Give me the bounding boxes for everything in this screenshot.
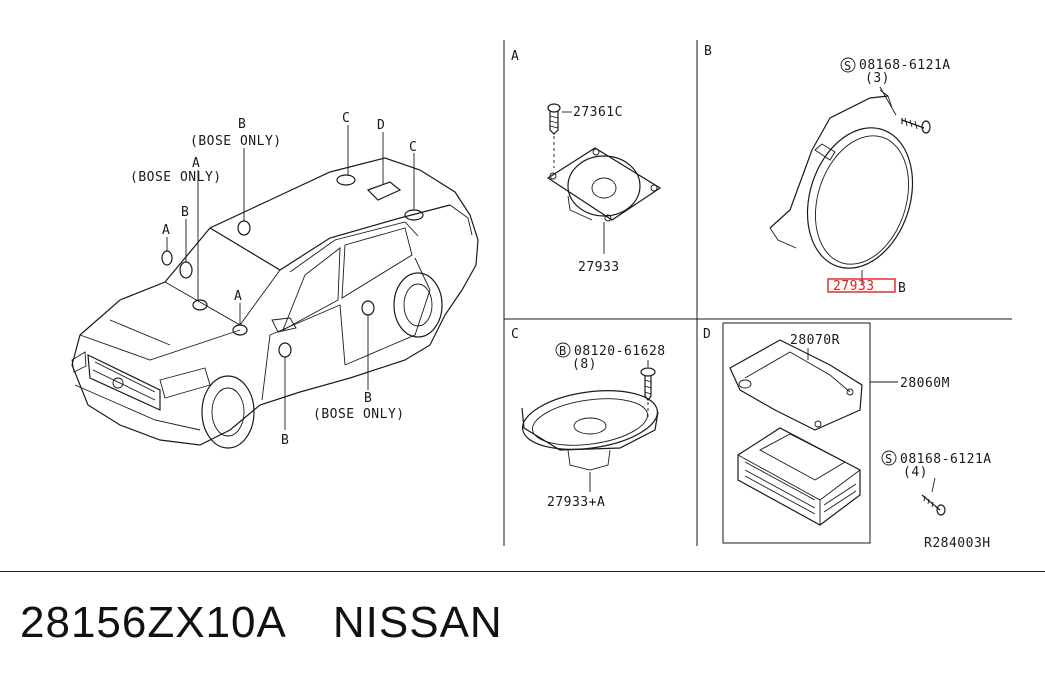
panel-c-bolt-prefix: B <box>559 344 566 358</box>
car-label-d1: D <box>377 118 385 133</box>
panel-b-part-suffix: B <box>898 281 906 296</box>
panel-d-letter: D <box>703 327 711 342</box>
tweeter-speaker-drawing <box>546 103 662 254</box>
car-label-b1: B <box>238 117 246 132</box>
panel-frames <box>503 40 1012 546</box>
car-label-bose-only-1: (BOSE ONLY) <box>190 134 282 149</box>
footer-divider <box>0 571 1045 572</box>
panel-d-amp-label: 28060M <box>900 376 950 391</box>
panel-a-screw-label: 27361C <box>573 105 623 120</box>
panel-c-letter: C <box>511 327 519 342</box>
car-label-a2: A <box>162 223 170 238</box>
part-number: 28156ZX10A <box>20 598 287 647</box>
panel-b-letter: B <box>704 44 712 59</box>
car-label-a3: A <box>234 289 242 304</box>
panel-a-part-label: 27933 <box>578 260 620 275</box>
highlight-box <box>827 278 896 293</box>
car-label-b4: B <box>281 433 289 448</box>
panel-a-letter: A <box>511 49 519 64</box>
panel-b-bolt-qty: (3) <box>865 71 890 86</box>
car-label-bose-only-2: (BOSE ONLY) <box>130 170 222 185</box>
reference-code: R284003H <box>924 536 991 551</box>
panel-d-bolt-label: 08168-6121A <box>900 452 992 467</box>
car-label-a1: A <box>192 156 200 171</box>
amplifier-drawing <box>722 322 946 544</box>
panel-c-bolt-qty: (8) <box>572 357 597 372</box>
footer: 28156ZX10A NISSAN <box>20 598 549 648</box>
panel-b-bolt-label: 08168-6121A <box>859 58 951 73</box>
panel-b-bolt-prefix: S <box>844 59 851 73</box>
door-speaker-drawing <box>769 86 931 284</box>
panel-c-part-label: 27933+A <box>547 495 605 510</box>
panel-d-bolt-prefix: S <box>885 452 892 466</box>
car-label-b3: B <box>364 391 372 406</box>
car-illustration <box>71 125 479 449</box>
panel-c-bolt-label: 08120-61628 <box>574 344 666 359</box>
panel-d-bracket-label: 28070R <box>790 333 840 348</box>
brand-name: NISSAN <box>332 598 503 647</box>
car-label-bose-only-3: (BOSE ONLY) <box>313 407 405 422</box>
oval-speaker-drawing <box>521 360 659 492</box>
car-label-c2: C <box>409 140 417 155</box>
car-label-c1: C <box>342 111 350 126</box>
panel-d-bolt-qty: (4) <box>903 465 928 480</box>
panel-b-part-label: 27933 <box>833 279 875 294</box>
car-label-b2: B <box>181 205 189 220</box>
